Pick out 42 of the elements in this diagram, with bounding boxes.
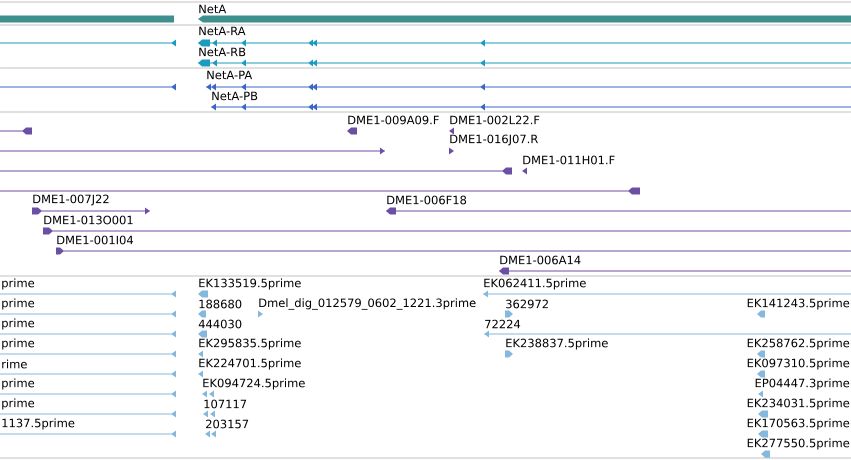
- feature-label: DME1-016J07.R: [450, 134, 538, 146]
- feature-label: EK062411.5prime: [484, 278, 586, 290]
- feature-label: DME1-007J22: [33, 194, 109, 206]
- feature-label: prime: [2, 378, 34, 390]
- feature-label: DME1-009A09.F: [348, 116, 439, 124]
- feature-label: DME1-013O001: [44, 216, 133, 224]
- feature-label: 203157: [206, 420, 248, 428]
- feature-label: EK133519.5prime: [199, 278, 301, 290]
- feature-label: EP04447.3prime: [756, 378, 850, 390]
- feature-label: NetA-PA: [207, 70, 252, 80]
- feature-label: prime: [2, 318, 34, 330]
- feature-label: NetA: [199, 4, 226, 14]
- feature-label: 188680: [199, 300, 242, 308]
- feature-label: EK234031.5prime: [748, 398, 850, 410]
- feature-label: DME1-011H01.F: [523, 156, 615, 164]
- feature-label: DME1-006A14: [500, 256, 580, 264]
- feature-label: EK141243.5prime: [748, 298, 850, 310]
- feature-label: prime: [2, 338, 34, 350]
- feature-label: EK094724.5prime: [203, 378, 305, 390]
- feature-label: EK295835.5prime: [199, 338, 301, 350]
- feature-label: prime: [2, 298, 34, 310]
- feature-label: DME1-006F18: [387, 196, 466, 204]
- feature-label: 444030: [198, 320, 242, 328]
- feature-label: EK258762.5prime: [748, 338, 850, 350]
- feature-label: NetA-RB: [199, 48, 246, 56]
- feature-label: DME1-002L22.F: [450, 116, 540, 124]
- feature-label: 1137.5prime: [2, 418, 74, 430]
- feature-label: rime: [2, 360, 27, 368]
- feature-label: 107117: [204, 400, 246, 408]
- feature-label: EK097310.5prime: [748, 358, 850, 370]
- feature-label: EK277550.5prime: [748, 438, 850, 450]
- feature-label: 72224: [485, 320, 520, 328]
- feature-label: EK238837.5prime: [506, 338, 608, 350]
- feature-label: NetA-RA: [199, 26, 246, 36]
- feature-label: Dmel_dig_012579_0602_1221.3prime: [259, 298, 476, 310]
- feature-label: DME1-001I04: [57, 236, 134, 244]
- feature-label: prime: [2, 278, 34, 290]
- feature-label: NetA-PB: [212, 92, 258, 100]
- feature-label: 362972: [506, 300, 548, 308]
- feature-label: EK170563.5prime: [748, 418, 850, 430]
- feature-label: prime: [2, 398, 34, 410]
- feature-label: EK224701.5prime: [199, 358, 301, 370]
